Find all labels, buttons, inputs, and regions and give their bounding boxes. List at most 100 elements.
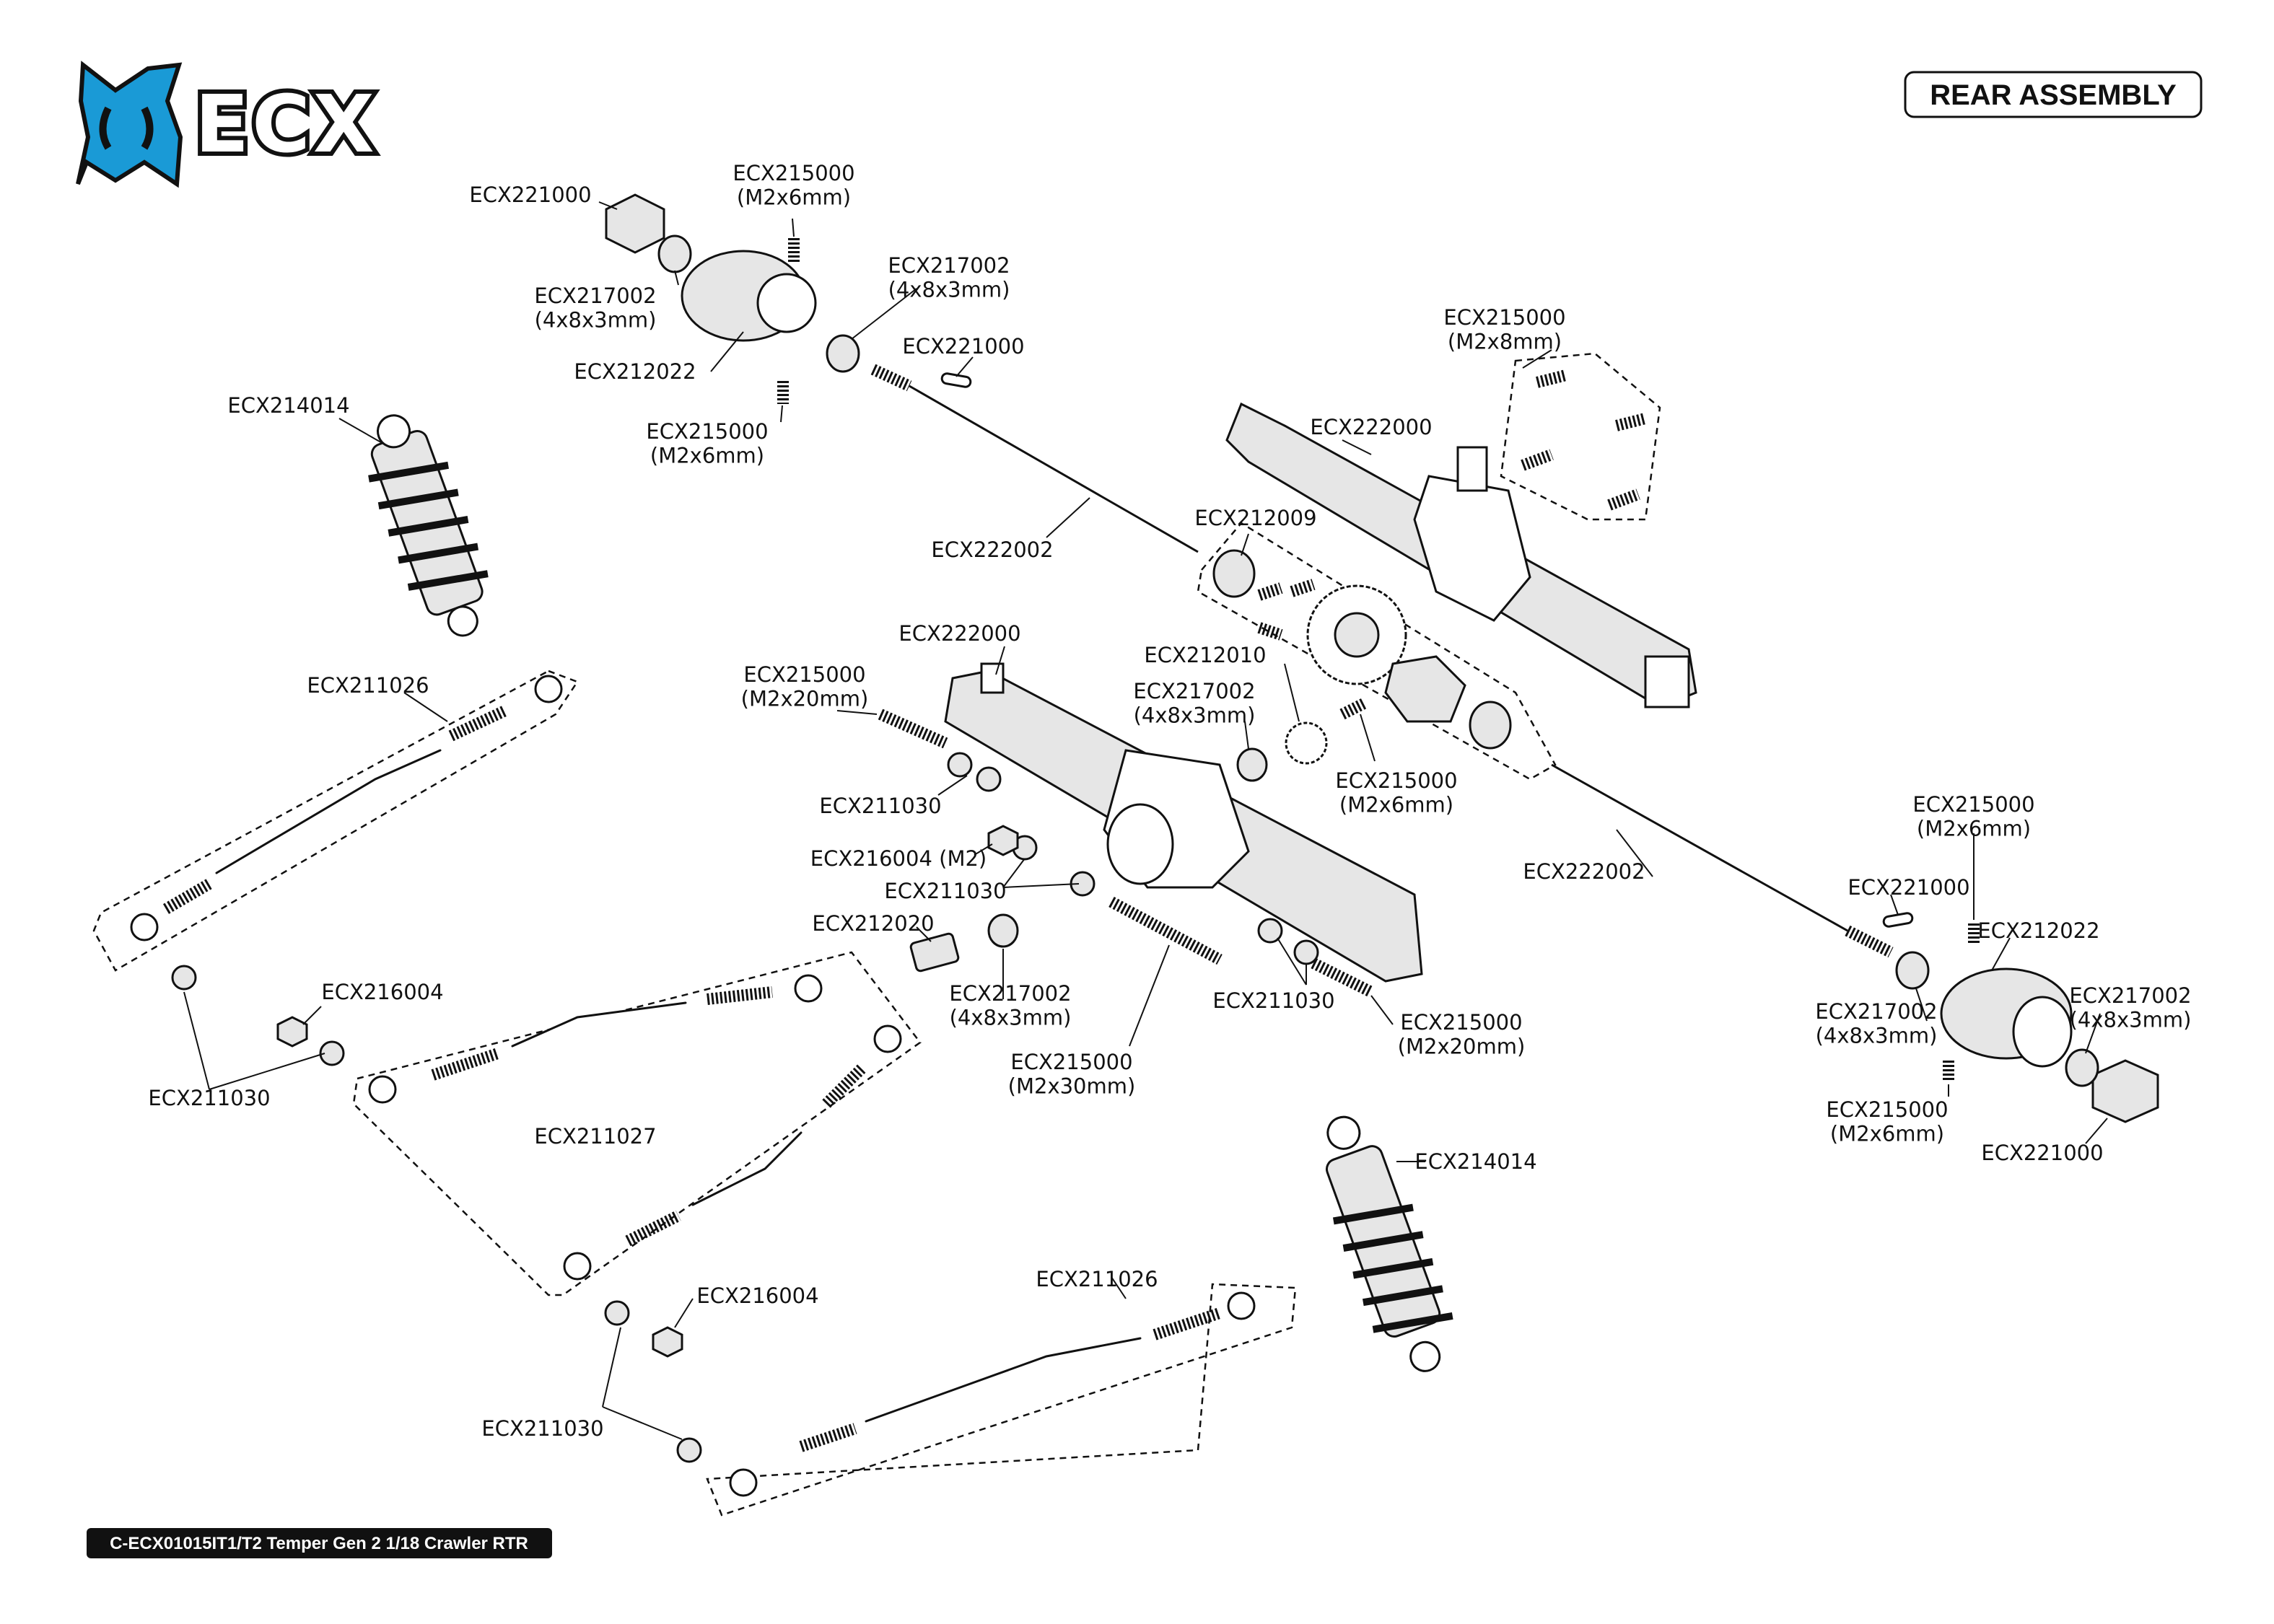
hub-carrier-left [681,250,817,342]
part-number: ECX222000 [1310,415,1432,439]
part-number: ECX215000 [1010,1050,1132,1074]
part-number: ECX221000 [1847,875,1969,900]
part-number: ECX211030 [884,879,1006,903]
shock-bottom-eyelet [447,605,478,637]
part-number: ECX215000 [1400,1010,1522,1035]
shock-top-eyelet [377,414,411,449]
rod-end [794,974,823,1003]
wheel-hex-lower [2091,1059,2159,1123]
leader-lines [183,201,2108,1440]
part-spec: (M2x6mm) [650,443,764,468]
part-spec: (M2x6mm) [737,185,851,209]
part-number: ECX222002 [931,537,1053,562]
part-number: ECX215000 [1912,792,2034,817]
part-number: ECX211030 [481,1416,603,1441]
part-number: ECX212022 [1977,918,2099,943]
ball-stud-8 [319,1040,345,1066]
lock-nut-2 [276,1016,308,1048]
rod-end [368,1075,397,1104]
link-tube [215,749,442,874]
ball-stud-5 [1257,918,1283,944]
axle-housing-end [1644,655,1690,708]
callout-label: ECX221000 [469,183,591,207]
section-title: REAR ASSEMBLY [1930,79,2177,111]
axle-shaft-upper [870,364,1199,553]
axle-housing-bore [1106,803,1174,885]
part-number: ECX214014 [227,393,349,418]
callout-label: ECX215000(M2x20mm) [741,662,869,711]
callout-label: ECX221000 [1847,875,1969,900]
part-spec: (M2x8mm) [1448,329,1562,354]
callout-label: ECX215000(M2x30mm) [1008,1050,1136,1098]
part-number: ECX217002 [534,284,656,308]
ball-stud-9 [604,1300,630,1326]
link-thread [1153,1307,1222,1340]
part-spec: (4x8x3mm) [950,1005,1072,1030]
hub-carrier-right [1940,967,2073,1068]
ball-stud-2 [976,766,1002,792]
callout-label: ECX217002(4x8x3mm) [2069,983,2191,1032]
callout-label: ECX214014 [227,393,349,418]
screw-m2x6-ring-a [1257,582,1283,601]
link-thread [431,1048,500,1081]
screw-m2x8-d [1607,488,1640,511]
part-number: ECX212010 [1144,643,1266,667]
footer-caption-text: C-ECX01015IT1/T2 Temper Gen 2 1/18 Crawl… [110,1534,528,1553]
part-spec: (4x8x3mm) [1816,1023,1938,1048]
bearing-7 [1895,951,1930,990]
lock-nut-3 [652,1326,683,1358]
ring-gear [1306,584,1407,685]
part-spec: (M2x20mm) [741,686,869,711]
axle-housing-lower [944,662,1423,983]
ball-stud-6 [1293,939,1319,965]
diff-locker [1384,655,1466,723]
outline-ring-gear-group [1197,522,1557,781]
part-number: ECX215000 [1335,768,1457,793]
link-mount-ecx212020 [909,932,960,973]
bearing-4 [1236,747,1268,782]
shock-lower-right [1325,1115,1453,1372]
rod-end [130,913,159,942]
callout-label: ECX211030 [819,794,941,818]
axle-pin-lower [1882,912,1914,928]
part-number: ECX215000 [646,419,768,444]
link-tube [511,1001,687,1048]
part-spec: (4x8x3mm) [535,307,657,332]
lock-nuts [276,825,1019,1358]
callout-label: ECX214014 [1414,1149,1536,1174]
ball-stud-7 [171,965,197,991]
screw-m2x6-ring-c [1257,622,1283,641]
part-number: ECX216004 (M2) [810,846,987,871]
screws [777,238,1980,1082]
callout-label: ECX211030 [148,1086,270,1110]
shock-bottom-eyelet [1409,1340,1441,1372]
part-spec: (M2x6mm) [1339,792,1453,817]
part-number: ECX221000 [902,334,1024,359]
link-thread [799,1423,857,1452]
callout-label: ECX215000(M2x6mm) [646,419,768,468]
part-number: ECX211027 [534,1124,656,1149]
link-upper-lh [729,1291,1256,1497]
part-spec: (4x8x3mm) [888,277,1010,302]
link-tube [865,1337,1142,1423]
callout-label: ECX216004 (M2) [810,846,987,871]
callout-label: ECX215000(M2x6mm) [733,161,854,209]
part-spec: (M2x30mm) [1008,1074,1136,1098]
part-number: ECX217002 [888,253,1010,278]
part-number: ECX221000 [469,183,591,207]
shaft-body [909,385,1199,553]
screw-m2x8-c [1521,449,1554,471]
shaft-body [1551,763,1848,932]
callout-label: ECX222000 [898,621,1020,646]
shock-upper-left [368,414,489,637]
rod-end [534,675,563,703]
screw-m2x8-b [1615,413,1647,431]
bearing-3 [1212,549,1256,598]
callout-label: ECX217002(4x8x3mm) [888,253,1010,302]
part-spec: (4x8x3mm) [1134,703,1256,727]
screw-m2x20-lower [1311,957,1374,998]
link-trailing-lower [368,974,823,1104]
rod-end [729,1468,758,1497]
outline-m2x8-screws [1500,352,1661,521]
ball-studs [171,752,1319,1463]
